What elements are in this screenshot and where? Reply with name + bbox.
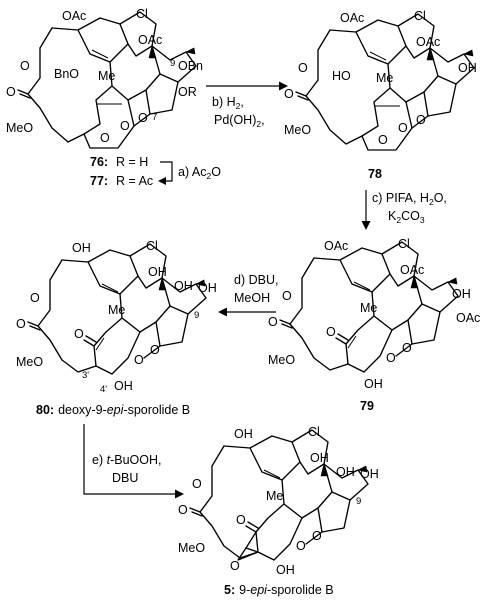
atom-me: Me [108,303,125,317]
atom-o: O [230,559,240,573]
compound-5-label: 5:9-epi-sporolide B [224,583,334,597]
atom-cl: Cl [308,425,320,439]
atom-oh: OH [458,61,477,75]
step-c-line1: c) PIFA, H2O, [372,191,447,207]
atom-or: OR [178,85,197,99]
atom-meo: MeO [178,541,205,555]
step-c-line2: K2CO3 [388,209,425,225]
atom-o: O [16,317,26,331]
atom-oh: OH [364,377,383,391]
atom-me: Me [266,489,283,503]
atom-o: O [386,351,396,365]
step-e-line1: e) t-BuOOH, [92,453,161,467]
atom-number-9: 9 [194,310,199,321]
atom-oac: OAc [456,311,480,325]
atom-o: O [120,119,130,133]
compound-79-label: 79 [360,399,374,413]
atom-ho: HO [332,69,351,83]
arrow-b [206,81,288,91]
atom-o: O [236,513,246,527]
arrow-c [361,190,371,230]
arrow-e [83,424,184,499]
atom-o: O [282,289,292,303]
atom-oh: OH [360,467,379,481]
atom-o: O [298,61,308,75]
atom-o: O [192,477,202,491]
atom-o: O [284,87,294,101]
atom-oac: OAc [416,35,440,49]
atom-o: O [74,327,84,341]
atom-oh: OH [148,265,167,279]
compound-80-label: 80:deoxy-9-epi-sporolide B [36,403,190,417]
atom-o: O [296,539,306,553]
atom-meo: MeO [268,353,295,367]
atom-o: O [6,85,16,99]
atom-o: O [100,131,110,145]
atom-number-9: 9 [356,496,361,507]
step-a-label: a) Ac2O [178,165,221,181]
atom-o: O [312,529,322,543]
compound-78-label: 78 [368,167,382,181]
atom-oac: OAc [324,239,348,253]
step-b-line2: Pd(OH)2, [214,113,265,129]
atom-oh: OH [72,241,91,255]
atom-o: O [416,113,426,127]
atom-oh: OH [276,563,295,577]
atom-me: Me [360,301,377,315]
atom-o: O [138,111,148,125]
compound-77-text: R = Ac [116,174,153,188]
arrow-a [158,161,173,185]
atom-o: O [398,121,408,135]
atom-oac: OAc [62,9,86,23]
atom-o: O [326,325,336,339]
atom-cl: Cl [146,239,158,253]
atom-o: O [378,133,388,147]
atom-oac: OAc [340,11,364,25]
atom-me: Me [98,69,115,83]
atom-oac: OAc [138,33,162,47]
structure-80: OH Cl OH OH OH 9 Me O O O MeO 3' 4' OH O… [16,239,217,395]
arrow-d [218,307,276,317]
structure-76-77: OAc Cl OAc OBn OR 9 7 BnO Me O O MeO O O… [6,7,203,149]
atom-o: O [20,59,30,73]
atom-o: O [178,503,188,517]
atom-oh: OH [452,287,471,301]
atom-cl: Cl [398,237,410,251]
atom-number-3p: 3' [82,370,89,381]
atom-oh: OH [310,451,329,465]
atom-meo: MeO [6,121,33,135]
atom-o: O [30,291,40,305]
atom-o: O [150,343,160,357]
atom-oh: OH [336,465,355,479]
atom-cl: Cl [136,7,148,21]
atom-oh: OH [174,279,193,293]
atom-number-7: 7 [152,112,157,123]
atom-o: O [402,341,412,355]
atom-bno: BnO [54,67,79,81]
atom-oh: OH [198,281,217,295]
compound-77-label: 77: [90,174,108,188]
atom-obn: OBn [178,59,203,73]
step-d-line2: MeOH [234,291,270,305]
structure-5: OH Cl OH OH OH 9 Me O O O MeO O OH O O [178,425,379,577]
atom-oh: OH [114,379,133,393]
atom-meo: MeO [16,355,43,369]
step-d-line1: d) DBU, [234,273,278,287]
step-e-line2: DBU [112,471,138,485]
atom-number-9: 9 [170,58,175,69]
atom-number-4p: 4' [100,384,107,395]
atom-cl: Cl [414,9,426,23]
atom-o: O [134,353,144,367]
atom-o: O [268,315,278,329]
step-b-line1: b) H2, [212,95,244,111]
compound-76-text: R = H [116,155,148,169]
atom-me: Me [376,71,393,85]
structure-78: OAc Cl OAc OH HO Me O O MeO O O O [284,9,477,151]
atom-oh: OH [234,427,253,441]
atom-oac: OAc [400,263,424,277]
compound-76-label: 76: [90,155,108,169]
atom-meo: MeO [284,123,311,137]
structure-79: OAc Cl OAc OH OAc Me O O O MeO OH O O [268,237,480,391]
